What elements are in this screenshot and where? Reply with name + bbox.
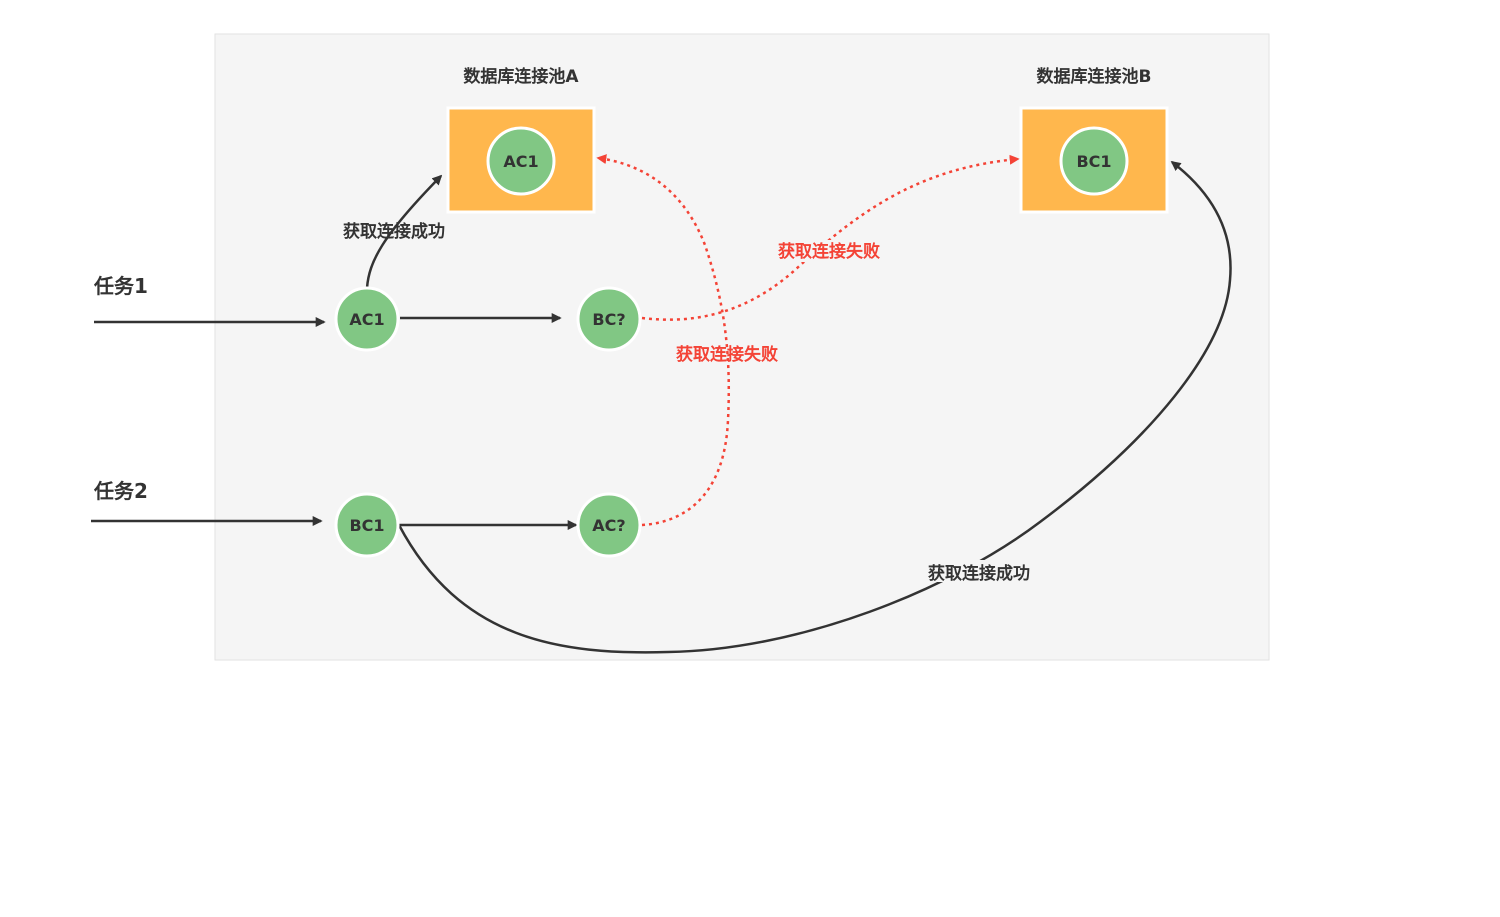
task-2-waiting-connection-label: AC?	[592, 516, 625, 535]
task-2-waiting-connection	[576, 492, 642, 558]
task-2-fail-arrow	[596, 154, 731, 527]
task-1-success-arrow	[365, 174, 443, 289]
task-1-held-connection-label: AC1	[349, 310, 384, 329]
task-2-success-label: 获取连接成功	[928, 563, 1030, 584]
pool-b-title: 数据库连接池B	[1037, 66, 1152, 87]
pool-a-connection	[486, 126, 556, 196]
task-2-label: 任务2	[93, 479, 148, 503]
task-1-fail-label-bg	[771, 240, 887, 262]
task-1-success-label: 获取连接成功	[343, 221, 445, 242]
pool-a-connection-label: AC1	[503, 152, 538, 171]
task-1-held-connection	[334, 286, 400, 352]
task-1-waiting-connection-label: BC?	[592, 310, 625, 329]
pool-b-connection-label: BC1	[1076, 152, 1111, 171]
task-2-held-connection-label: BC1	[349, 516, 384, 535]
task-1-fail-arrow	[641, 154, 1020, 321]
task-2-held-connection	[334, 492, 400, 558]
task-2-fail-label: 获取连接失败	[676, 344, 778, 365]
pool-b-connection	[1059, 126, 1129, 196]
task-1-label: 任务1	[93, 274, 148, 298]
task-1-fail-label: 获取连接失败	[778, 241, 880, 262]
pool-a-title: 数据库连接池A	[463, 66, 579, 87]
task-2-success-label-bg	[920, 560, 1038, 582]
task-1-waiting-connection	[576, 286, 642, 352]
task-2-success-arrow	[397, 160, 1232, 654]
